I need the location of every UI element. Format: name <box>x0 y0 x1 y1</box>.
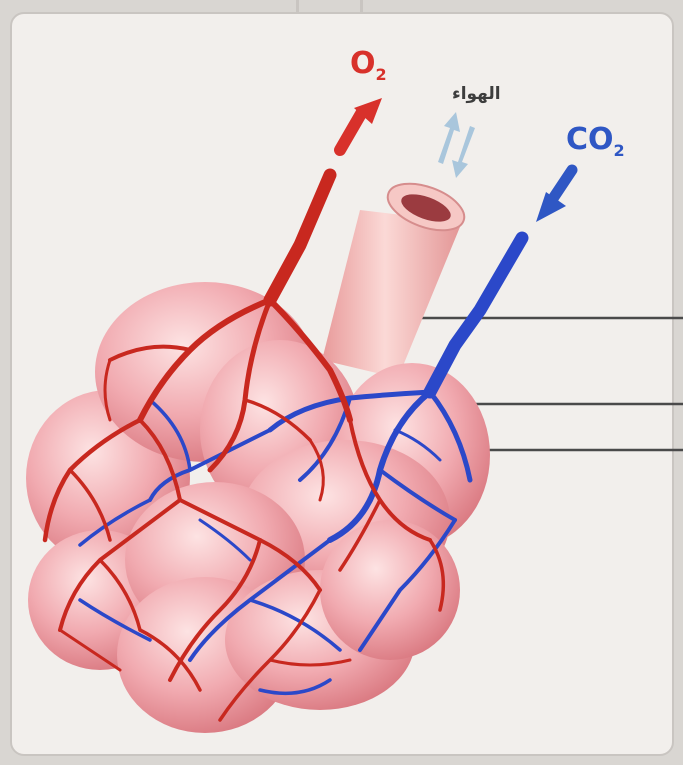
arrow-up-icon <box>340 98 382 150</box>
bidirectional-arrow-icon <box>438 112 475 178</box>
alveoli-cluster <box>26 282 490 733</box>
arrow-down-icon <box>536 170 572 222</box>
oxygen-label: O2 <box>350 46 387 84</box>
air-label: الهواء <box>452 84 501 104</box>
carbon-dioxide-label: CO2 <box>566 122 625 160</box>
